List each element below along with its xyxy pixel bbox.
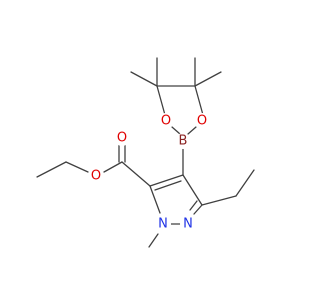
nitrogen-label-2: N — [183, 217, 193, 232]
carbonyl-oxygen: O — [114, 130, 130, 146]
pyrazole-nitrogen-1: N — [155, 216, 171, 232]
bond-c3-ch2 — [201, 195, 237, 206]
ester-oxygen: O — [88, 168, 104, 184]
bond-c4a-me-left — [130, 71, 158, 87]
bond-ch2-ch3-ester — [36, 161, 67, 178]
bond-c4-c5 — [149, 174, 184, 187]
bond-n2-c3 — [193, 204, 203, 215]
bond-c5-carbonyl-c — [121, 161, 151, 187]
bond-ch2-ch3 — [235, 169, 255, 197]
bond-ester-o-ch2 — [65, 161, 89, 173]
nitrogen-label-1: N — [158, 217, 168, 232]
bond-c5a-me-right — [194, 71, 222, 87]
molecule-structure: B O O O O N N — [36, 57, 255, 248]
bond-layer — [36, 57, 255, 248]
oxygen-label-2: O — [197, 114, 207, 129]
boron-atom: B — [175, 133, 191, 149]
dioxaborolane-oxygen-1: O — [158, 113, 174, 129]
bond-o1-boron — [171, 126, 181, 135]
atom-layer: B O O O O N N — [88, 113, 210, 232]
bond-carbonyl-c-ester-o — [103, 161, 123, 173]
bond-n1-methyl — [148, 233, 159, 248]
carbonyl-oxygen-label: O — [117, 131, 127, 146]
bond-c4a-o1 — [156, 85, 166, 116]
bond-c5a-o2 — [194, 85, 204, 116]
oxygen-label-1: O — [161, 114, 171, 129]
pyrazole-nitrogen-2: N — [180, 216, 196, 232]
bond-o2-boron — [187, 126, 197, 135]
bond-c4-c5-double — [154, 180, 182, 191]
ester-oxygen-label: O — [91, 169, 101, 184]
bond-c5-n1 — [149, 185, 161, 214]
dioxaborolane-oxygen-2: O — [194, 113, 210, 129]
bond-n2-c3-double — [189, 200, 198, 211]
boron-label: B — [179, 134, 188, 149]
bond-c4-c3 — [182, 174, 203, 206]
